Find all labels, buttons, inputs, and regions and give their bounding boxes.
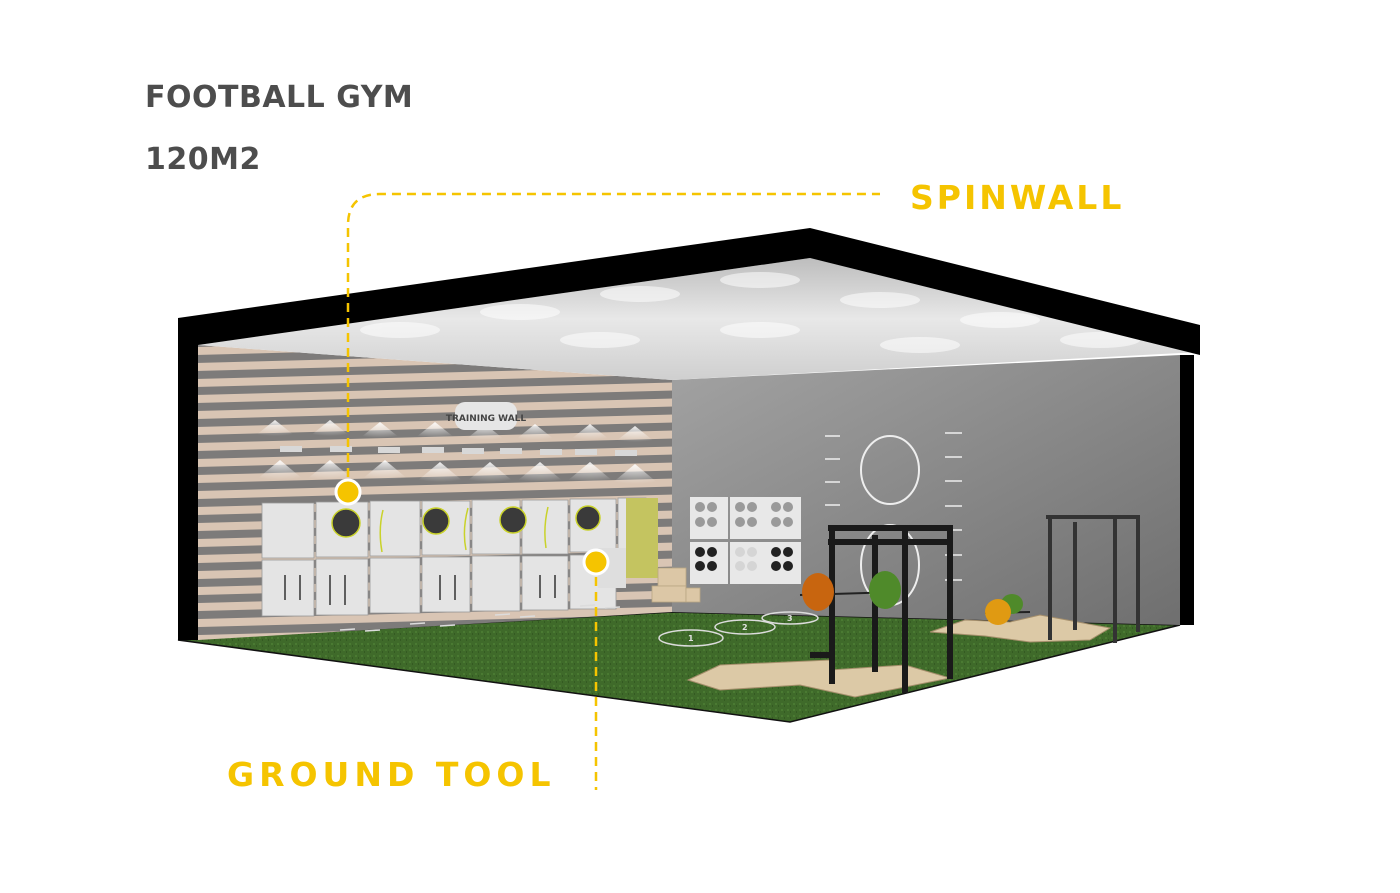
- barbells: [799, 571, 1031, 625]
- page-title: FOOTBALL GYM: [145, 80, 414, 115]
- side-wall: [672, 355, 1180, 625]
- ball-racks: [690, 497, 801, 584]
- squat-rack-back: [1046, 515, 1140, 643]
- spinwall-hotspot-icon[interactable]: [334, 478, 362, 506]
- right-pillar: [1180, 355, 1194, 625]
- room: TRAINING WALL: [177, 228, 1200, 723]
- floor-number-2: 2: [742, 623, 748, 632]
- plyo-boxes: [651, 567, 701, 603]
- floor-markings: [339, 604, 819, 647]
- floor-number-3: 3: [787, 614, 793, 623]
- ground-tool-hotspot-icon[interactable]: [582, 548, 610, 576]
- spinwall-callout-line: [346, 192, 880, 492]
- spinwall-label[interactable]: SPINWALL: [910, 178, 1125, 217]
- squat-rack-front: [810, 525, 953, 693]
- floor-number-1: 1: [688, 634, 694, 643]
- wall-lights: [250, 420, 665, 489]
- lifting-platforms: [686, 614, 1112, 698]
- training-wall-logo: TRAINING WALL: [446, 402, 527, 430]
- area-subtitle: 120M2: [145, 142, 261, 177]
- ground-tool-label[interactable]: GROUND TOOL: [227, 755, 556, 794]
- svg-text:TRAINING WALL: TRAINING WALL: [446, 414, 527, 424]
